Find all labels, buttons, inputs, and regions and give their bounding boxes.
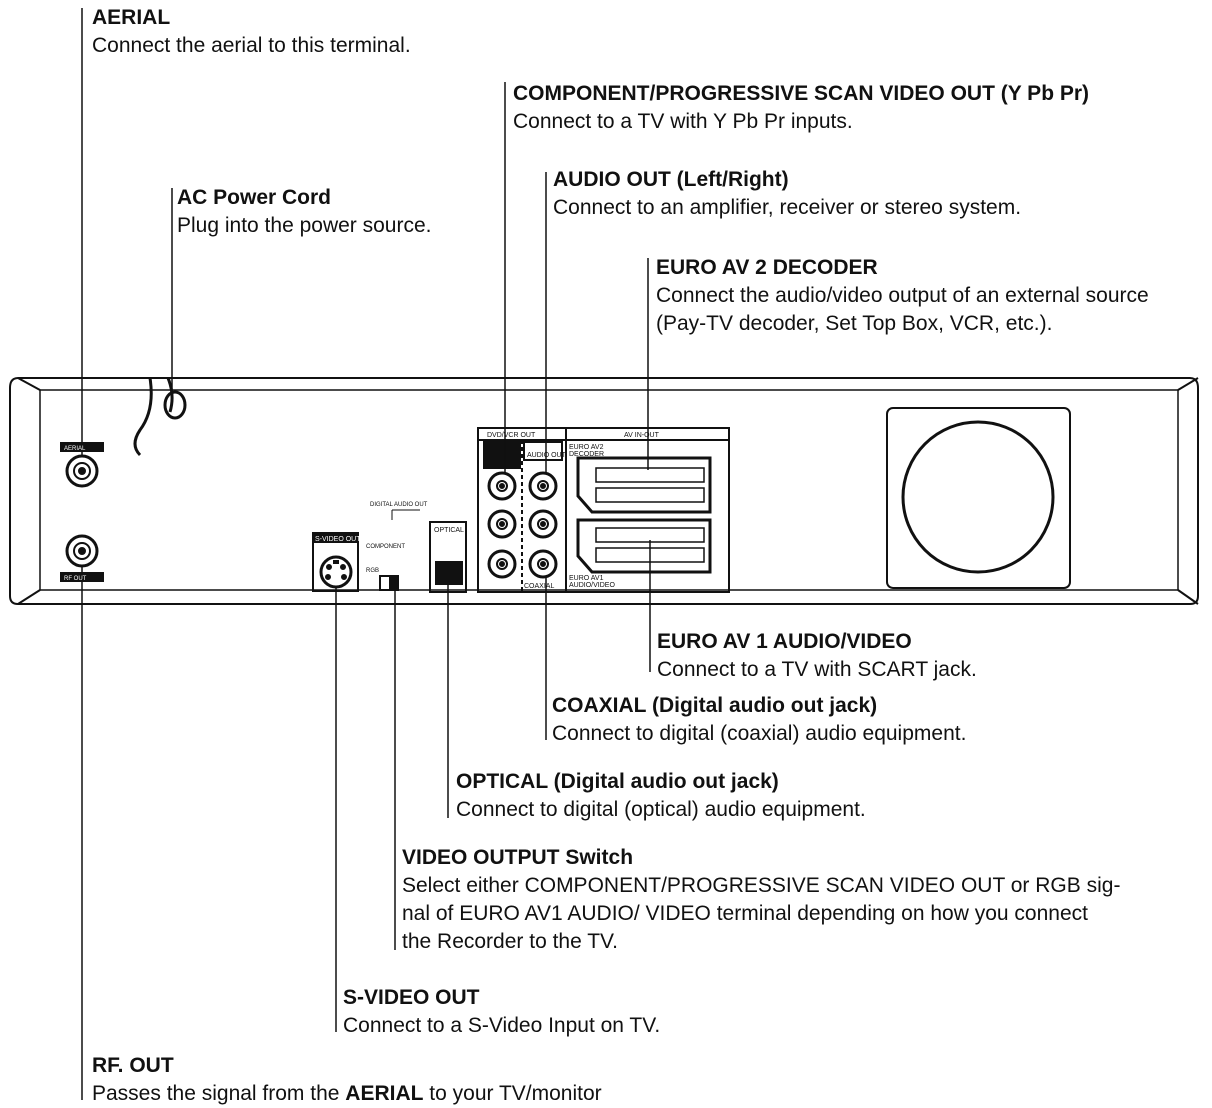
callout-aerial: AERIAL Connect the aerial to this termin… bbox=[92, 4, 411, 60]
callout-euro-av2: EURO AV 2 DECODER Connect the audio/vide… bbox=[656, 254, 1149, 338]
audio-out-desc: Connect to an amplifier, receiver or ste… bbox=[553, 196, 1022, 219]
label-optical: OPTICAL bbox=[434, 527, 464, 534]
fan-grille bbox=[901, 420, 1055, 574]
label-coaxial: COAXIAL bbox=[524, 583, 554, 590]
optical-title: OPTICAL (Digital audio out jack) bbox=[456, 770, 779, 793]
euro-av2-desc-1: Connect the audio/video output of an ext… bbox=[656, 284, 1149, 307]
svideo-desc: Connect to a S-Video Input on TV. bbox=[343, 1014, 661, 1037]
euro-av1-scart bbox=[576, 518, 712, 574]
rf-out-title: RF. OUT bbox=[92, 1054, 174, 1077]
audio-out-jacks bbox=[528, 471, 558, 539]
power-cord bbox=[133, 377, 153, 457]
coaxial-title: COAXIAL (Digital audio out jack) bbox=[552, 694, 878, 717]
label-euro-av1: EURO AV1 bbox=[569, 575, 604, 582]
power-cord-grommet bbox=[163, 390, 187, 420]
svideo-title: S-VIDEO OUT bbox=[343, 986, 480, 1009]
label-aerial-plate: AERIAL bbox=[64, 446, 86, 452]
component-desc: Connect to a TV with Y Pb Pr inputs. bbox=[513, 110, 853, 133]
rf-out-desc-bold: AERIAL bbox=[345, 1082, 424, 1105]
callout-audio-out: AUDIO OUT (Left/Right) Connect to an amp… bbox=[553, 166, 1021, 222]
ac-power-title: AC Power Cord bbox=[177, 186, 332, 209]
label-decoder: DECODER bbox=[569, 451, 604, 458]
label-audio-video: AUDIO/VIDEO bbox=[569, 582, 615, 589]
label-dvd-vcr-out: DVD/VCR OUT bbox=[487, 432, 536, 439]
aerial-title: AERIAL bbox=[92, 6, 171, 29]
component-jacks bbox=[487, 471, 517, 579]
label-av-in-out: AV IN-OUT bbox=[624, 432, 660, 439]
euro-av2-desc-2: (Pay-TV decoder, Set Top Box, VCR, etc.)… bbox=[656, 312, 1053, 335]
coaxial-jack bbox=[528, 549, 558, 579]
callout-ac-power: AC Power Cord Plug into the power source… bbox=[177, 184, 431, 240]
euro-av1-desc: Connect to a TV with SCART jack. bbox=[657, 658, 977, 681]
callout-video-switch: VIDEO OUTPUT Switch Select either COMPON… bbox=[402, 844, 1120, 956]
rf-out-desc: Passes the signal from the AERIAL to you… bbox=[92, 1080, 602, 1108]
optical-desc: Connect to digital (optical) audio equip… bbox=[456, 798, 866, 821]
rf-out-jack bbox=[65, 534, 99, 568]
device-inner-rim bbox=[39, 389, 1179, 591]
device-body bbox=[9, 377, 1199, 605]
video-switch-desc-1: Select either COMPONENT/PROGRESSIVE SCAN… bbox=[402, 874, 1121, 897]
label-digital-audio-out: DIGITAL AUDIO OUT bbox=[370, 502, 428, 508]
video-switch-desc-2: nal of EURO AV1 AUDIO/ VIDEO terminal de… bbox=[402, 902, 1088, 925]
svideo-jack bbox=[319, 555, 353, 589]
euro-av2-scart bbox=[576, 456, 712, 514]
label-svideo-out: S-VIDEO OUT bbox=[315, 536, 361, 543]
callout-component: COMPONENT/PROGRESSIVE SCAN VIDEO OUT (Y … bbox=[513, 80, 1089, 136]
callout-coaxial: COAXIAL (Digital audio out jack) Connect… bbox=[552, 692, 966, 748]
rf-out-desc-post: to your TV/monitor bbox=[423, 1082, 602, 1105]
callout-svideo: S-VIDEO OUT Connect to a S-Video Input o… bbox=[343, 984, 660, 1040]
optical-jack bbox=[435, 561, 463, 585]
aerial-desc: Connect the aerial to this terminal. bbox=[92, 34, 411, 57]
euro-av1-title: EURO AV 1 AUDIO/VIDEO bbox=[657, 630, 912, 653]
ac-power-desc: Plug into the power source. bbox=[177, 214, 432, 237]
video-switch-title: VIDEO OUTPUT Switch bbox=[402, 846, 634, 869]
component-title: COMPONENT/PROGRESSIVE SCAN VIDEO OUT (Y … bbox=[513, 82, 1090, 105]
video-switch-desc-3: the Recorder to the TV. bbox=[402, 930, 618, 953]
label-euro-av2: EURO AV2 bbox=[569, 444, 604, 451]
callout-rf-out: RF. OUT Passes the signal from the AERIA… bbox=[92, 1052, 602, 1108]
fan-housing bbox=[886, 407, 1071, 589]
callout-optical: OPTICAL (Digital audio out jack) Connect… bbox=[456, 768, 866, 824]
label-audio-out: AUDIO OUT bbox=[527, 452, 567, 459]
rf-out-desc-pre: Passes the signal from the bbox=[92, 1082, 346, 1105]
label-rf-out-plate: RF OUT bbox=[64, 576, 87, 582]
leader-lines bbox=[81, 8, 651, 1100]
euro-av2-title: EURO AV 2 DECODER bbox=[656, 256, 878, 279]
label-component: COMPONENT bbox=[366, 544, 405, 550]
callout-euro-av1: EURO AV 1 AUDIO/VIDEO Connect to a TV wi… bbox=[657, 628, 977, 684]
label-rgb: RGB bbox=[366, 568, 379, 574]
coaxial-desc: Connect to digital (coaxial) audio equip… bbox=[552, 722, 967, 745]
audio-out-title: AUDIO OUT (Left/Right) bbox=[553, 168, 789, 191]
